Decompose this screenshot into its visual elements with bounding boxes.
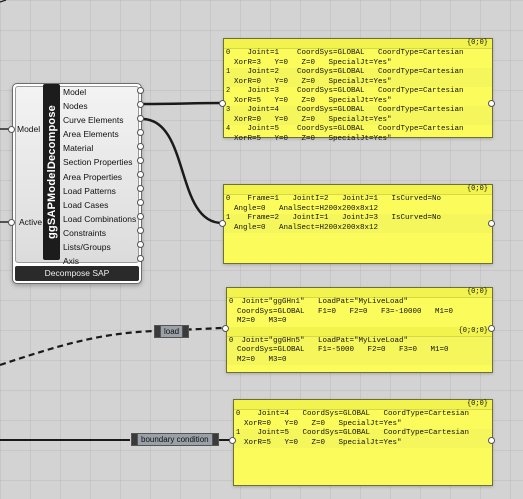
component-footer: Decompose SAP [15,266,139,281]
relay-boundary-condition[interactable]: boundary condition [131,433,219,446]
input-active[interactable]: Active [19,217,43,227]
row-text: Joint="ggGHn5" LoadPat="MyLiveLoad" Coor… [237,336,449,364]
grip-panel-loads-input[interactable] [222,325,229,332]
output-model[interactable]: Model [63,87,87,97]
grip-output-load-combinations[interactable] [137,213,144,220]
grip-panel-loads-output[interactable] [488,325,495,332]
panel-row: 0 Joint="ggGHn1" LoadPat="MyLiveLoad" Co… [227,298,492,327]
component-body [15,86,139,263]
row-text: Frame=1 JointI=2 JointJ=1 IsCurved=No An… [234,195,442,213]
panel-row: 0 Joint=4 CoordSys=GLOBAL CoordType=Cart… [234,410,492,429]
panel-path: {0;0} [224,185,492,195]
row-index: 0 [229,298,234,306]
relay-cap-left [154,325,161,338]
grip-output-model[interactable] [137,87,144,94]
row-text: Joint=3 CoordSys=GLOBAL CoordType=Cartes… [234,87,464,105]
row-index: 0 [236,410,241,418]
row-text: Frame=2 JointI=1 JointJ=3 IsCurved=No An… [234,214,442,232]
decompose-sap-component[interactable]: ggSAPModelDecompose Model Nodes Curve El… [12,83,142,284]
relay-load-label: load [164,327,180,336]
output-curve-elements[interactable]: Curve Elements [63,115,124,126]
grip-output-curve-elements[interactable] [137,115,144,122]
row-index: 4 [226,125,231,133]
relay-cap-right [211,433,219,446]
output-axis[interactable]: Axis [63,256,80,267]
grip-panel-boundary-output[interactable] [488,437,495,444]
grip-output-lists-groups[interactable] [137,241,144,248]
output-load-combinations[interactable]: Load Combinations [63,213,137,224]
output-area-properties[interactable]: Area Properties [63,171,123,182]
row-index: 1 [226,214,231,222]
component-name: ggSAPModelDecompose [45,105,58,239]
grip-output-material[interactable] [137,143,144,150]
component-namebar: ggSAPModelDecompose [43,84,60,260]
panel-path: {0;0} [224,39,492,49]
panel-boundary[interactable]: {0;0} 0 Joint=4 CoordSys=GLOBAL CoordTyp… [233,399,493,486]
panel-row: 0 Joint=1 CoordSys=GLOBAL CoordType=Cart… [224,49,492,68]
relay-load[interactable]: load [154,325,190,338]
panel-nodes[interactable]: {0;0} 0 Joint=1 CoordSys=GLOBAL CoordTyp… [223,38,493,143]
row-text: Joint=5 CoordSys=GLOBAL CoordType=Cartes… [234,125,464,143]
relay-boundary-label: boundary condition [141,435,209,444]
component-outputs: Model Nodes Curve Elements Area Elements… [62,85,140,268]
grip-output-axis[interactable] [137,255,144,262]
wire-top-left [0,0,7,3]
grip-output-load-cases[interactable] [137,199,144,206]
grip-panel-frames-output[interactable] [488,220,495,227]
grip-output-nodes[interactable] [137,101,144,108]
panel-row: 0 Frame=1 JointI=2 JointJ=1 IsCurved=No … [224,195,492,214]
row-index: 0 [229,336,234,345]
panel-row: 0 Joint="ggGHn5" LoadPat="MyLiveLoad" Co… [227,336,492,365]
grip-output-load-patterns[interactable] [137,185,144,192]
grip-panel-frames-input[interactable] [219,220,226,227]
row-index: 0 [226,195,231,203]
output-constraints[interactable]: Constraints [63,227,106,238]
panel-path: {0;0} [227,288,492,298]
grip-output-area-properties[interactable] [137,171,144,178]
panel-row: 4 Joint=5 CoordSys=GLOBAL CoordType=Cart… [224,125,492,144]
grip-input-model[interactable] [8,126,15,133]
row-index: 3 [226,106,231,114]
relay-cap-right [182,325,190,338]
wire-curve-elements [141,117,223,225]
grip-output-area-elements[interactable] [137,129,144,136]
grip-panel-nodes-output[interactable] [488,100,495,107]
output-lists-groups[interactable]: Lists/Groups [63,242,111,253]
panel-row: 2 Joint=3 CoordSys=GLOBAL CoordType=Cart… [224,87,492,106]
output-area-elements[interactable]: Area Elements [63,129,119,140]
panel-row: 1 Frame=2 JointI=1 JointJ=3 IsCurved=No … [224,214,492,233]
grip-panel-nodes-input[interactable] [219,100,226,107]
grip-output-constraints[interactable] [137,227,144,234]
row-text: Joint=1 CoordSys=GLOBAL CoordType=Cartes… [234,49,464,67]
relay-cap-left [131,433,138,446]
row-index: 1 [236,429,241,437]
grip-panel-boundary-input[interactable] [229,437,236,444]
wire-load [0,326,223,367]
row-text: Joint=4 CoordSys=GLOBAL CoordType=Cartes… [234,106,464,124]
grip-output-section-properties[interactable] [137,157,144,164]
panel-row: 1 Joint=5 CoordSys=GLOBAL CoordType=Cart… [234,429,492,448]
panel-row: 1 Joint=2 CoordSys=GLOBAL CoordType=Cart… [224,68,492,87]
grip-input-active[interactable] [8,219,15,226]
panel-path: {0;0;0} [227,326,492,337]
input-model[interactable]: Model [17,124,41,134]
row-index: 2 [226,87,231,95]
output-section-properties[interactable]: Section Properties [63,157,133,168]
row-index: 0 [226,49,231,57]
panel-path: {0;0} [234,400,492,410]
row-index: 1 [226,68,231,76]
row-text: Joint="ggGHn1" LoadPat="MyLiveLoad" Coor… [237,298,454,325]
panel-frames[interactable]: {0;0} 0 Frame=1 JointI=2 JointJ=1 IsCurv… [223,184,493,264]
output-nodes[interactable]: Nodes [63,101,88,112]
output-load-patterns[interactable]: Load Patterns [63,185,116,196]
wire-nodes [141,101,223,106]
row-text: Joint=2 CoordSys=GLOBAL CoordType=Cartes… [234,68,464,86]
row-text: Joint=4 CoordSys=GLOBAL CoordType=Cartes… [244,410,470,428]
panel-joint-loads[interactable]: {0;0} 0 Joint="ggGHn1" LoadPat="MyLiveLo… [226,287,493,373]
panel-row: 3 Joint=4 CoordSys=GLOBAL CoordType=Cart… [224,106,492,125]
output-load-cases[interactable]: Load Cases [63,199,109,210]
output-material[interactable]: Material [63,143,94,154]
row-text: Joint=5 CoordSys=GLOBAL CoordType=Cartes… [244,429,470,447]
